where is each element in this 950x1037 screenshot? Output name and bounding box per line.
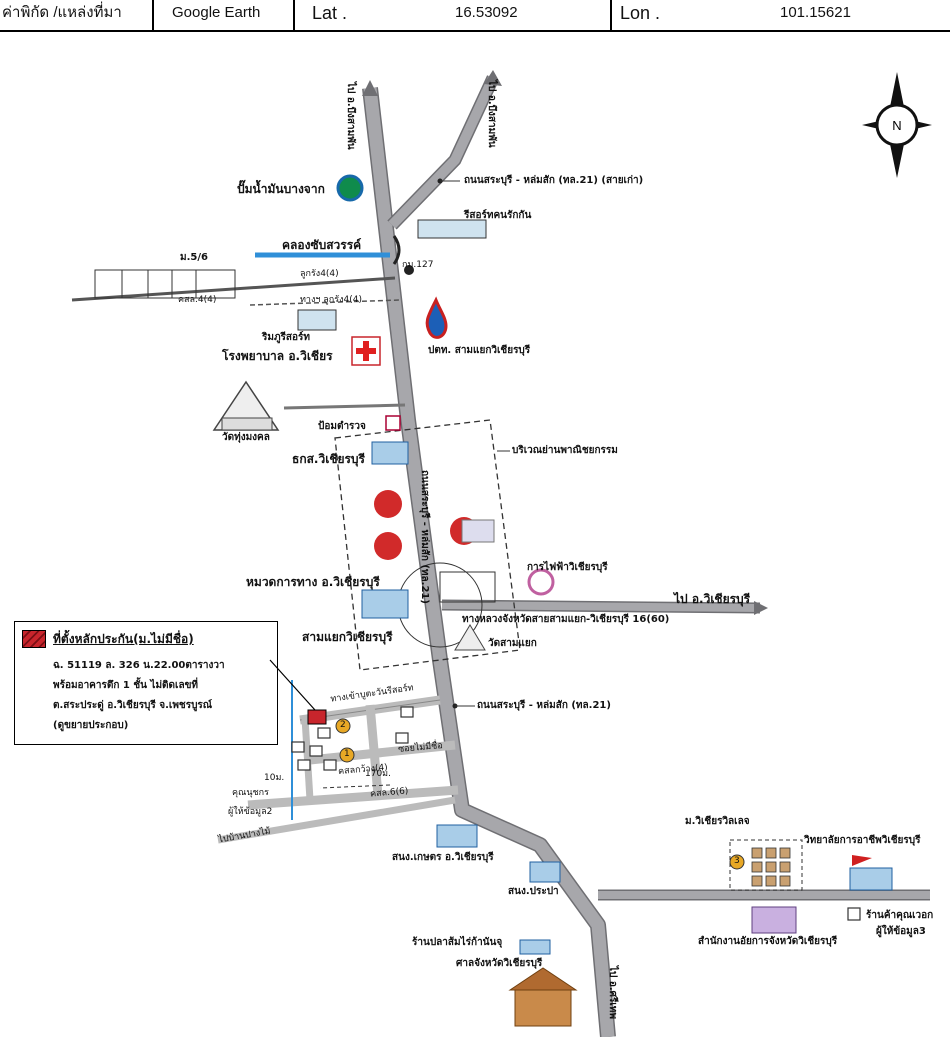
label-khlong: คลองซับสวรรค์ [282,238,362,252]
label-prosecutor: สำนักงานอัยการจังหวัดวิเชียรบุรี [698,936,838,947]
label-police-box: ป้อมตำรวจ [318,421,366,432]
house-row [94,269,236,299]
court-icon [514,987,572,1027]
lon-label: Lon . [620,3,661,23]
label-lukrang4: ลูกรัง4(4) [300,269,339,279]
rimphu-building [297,309,337,331]
label-ptt: ปตท. สามแยกวิเชียรบุรี [428,345,531,356]
bangchak-logo [336,174,364,202]
label-khun-ink: คุณนุชกร [232,788,269,798]
legend-title: ที่ตั้งหลักประกัน(ม.ไม่มีชื่อ) [53,632,194,646]
marker-3-dot [729,854,745,870]
small-houses [291,706,861,921]
lat-value: 16.53092 [455,4,518,21]
collateral-swatch [22,630,46,648]
label-km127: กม.127 [402,260,434,270]
college-icon [849,867,893,891]
label-college: วิทยาลัยการอาชีพวิเชียรบุรี [804,835,921,846]
label-informant2: ผู้ให้ข้อมูล2 [228,807,273,817]
label-gas-bangchak: ปั๊มน้ำมันบางจาก [237,182,325,196]
label-junction: สามแยกวิเชียรบุรี [302,630,393,644]
road-4 [71,276,396,302]
label-shop-kunwok: ร้านค้าคุณเวอก [866,910,934,921]
compass-letter: N [892,118,901,133]
label-commerce: บริเวณย่านพาณิชยกรรม [512,445,618,456]
marker-3: 3 [734,856,740,866]
header-divider [152,0,154,32]
label-road-old: ถนนสระบุรี - หล่มสัก (ทล.21) (สายเก่า) [464,175,644,186]
marker-1: 1 [344,749,350,759]
prosecutor-icon [751,906,797,934]
label-moo56: ม.5/6 [180,252,208,263]
coordinates-header: ค่าพิกัด /แหล่งที่มา Google Earth Lat . … [0,0,950,32]
label-agri-office: สนง.เกษตร อ.วิเชียรบุรี [392,852,494,863]
label-fish-shop: ร้านปลาส้มไร่ก้านันจุ [412,937,503,948]
electric-icon [527,568,555,596]
label-temple-junction: วัดสามแยก [488,638,537,649]
police-box-icon [385,415,401,431]
label-road-bottom: ถนนสระบุรี - หล่มสัก (ทล.21) [477,700,611,711]
label-dist-10: 10ม. [264,773,285,783]
marker-2: 2 [340,720,346,730]
label-temple-hill: วัดทุ่งมงคล [222,432,270,443]
shop-icon-2 [374,532,402,560]
marker-2-dot [335,718,351,734]
label-village: ม.วิเชียรวิลเลจ [685,816,750,827]
label-rural-road: ทางหลวงจังหวัดสายสามแยก-วิเชียรบุรี 16(6… [462,614,670,625]
highway-dept-icon [361,589,409,619]
legend-line-4: (ดูขยายประกอบ) [53,720,129,731]
label-electric: การไฟฟ้าวิเชียรบุรี [527,562,608,573]
source-value: Google Earth [172,4,261,21]
water-office-icon [529,861,561,883]
label-bank: ธกส.วิเชียรบุรี [292,452,365,466]
village-zone [729,839,803,891]
collateral-plot [307,709,327,725]
header-divider [610,0,612,32]
agri-office-icon [436,824,478,848]
resort-building [417,219,487,239]
label-to-wichian: ไป อ.วิเชียรบุรี [674,592,751,606]
source-label: ค่าพิกัด /แหล่งที่มา [2,4,122,21]
north-compass-icon: N [862,72,932,178]
shop-icon-1 [374,490,402,518]
label-rimphu: ริมภูรีสอร์ท [262,332,310,343]
marker-1-dot [339,747,355,763]
label-informant3: ผู้ให้ข้อมูล3 [876,926,926,937]
label-lukrang4b: ทางฯ ลูกรัง4(4) [300,295,362,305]
label-court: ศาลจังหวัดวิเชียรบุรี [456,958,543,969]
label-resort: รีสอร์ทคนรักกัน [464,210,532,221]
ptt-logo [425,296,448,339]
legend-line-1: ฉ. 51119 ล. 326 น.22.00ตารางวา [53,660,225,671]
lat-label: Lat . [312,3,348,23]
header-divider [293,0,295,32]
collateral-legend: ที่ตั้งหลักประกัน(ม.ไม่มีชื่อ) ฉ. 51119 … [14,621,278,745]
lon-value: 101.15621 [780,4,851,21]
temple-junction-icon [454,624,486,651]
commerce-zone [334,419,521,671]
fish-shop-icon [519,939,551,955]
bank-icon [371,441,409,465]
label-road-4: คสล.4(4) [178,295,217,305]
label-water-office: สนง.ประปา [508,886,559,897]
label-hospital: โรงพยาบาล อ.วิเชียร [222,349,333,363]
label-highway-dept: หมวดการทาง อ.วิเชียรบุรี [246,575,380,589]
label-dist-170: 170ม. [365,769,391,779]
legend-line-2: พร้อมอาคารตึก 1 ชั้น ไม่ติดเลขที่ [53,680,199,691]
legend-line-3: ต.สระประดู่ อ.วิเชียรบุรี จ.เพชรบูรณ์ [53,700,213,711]
